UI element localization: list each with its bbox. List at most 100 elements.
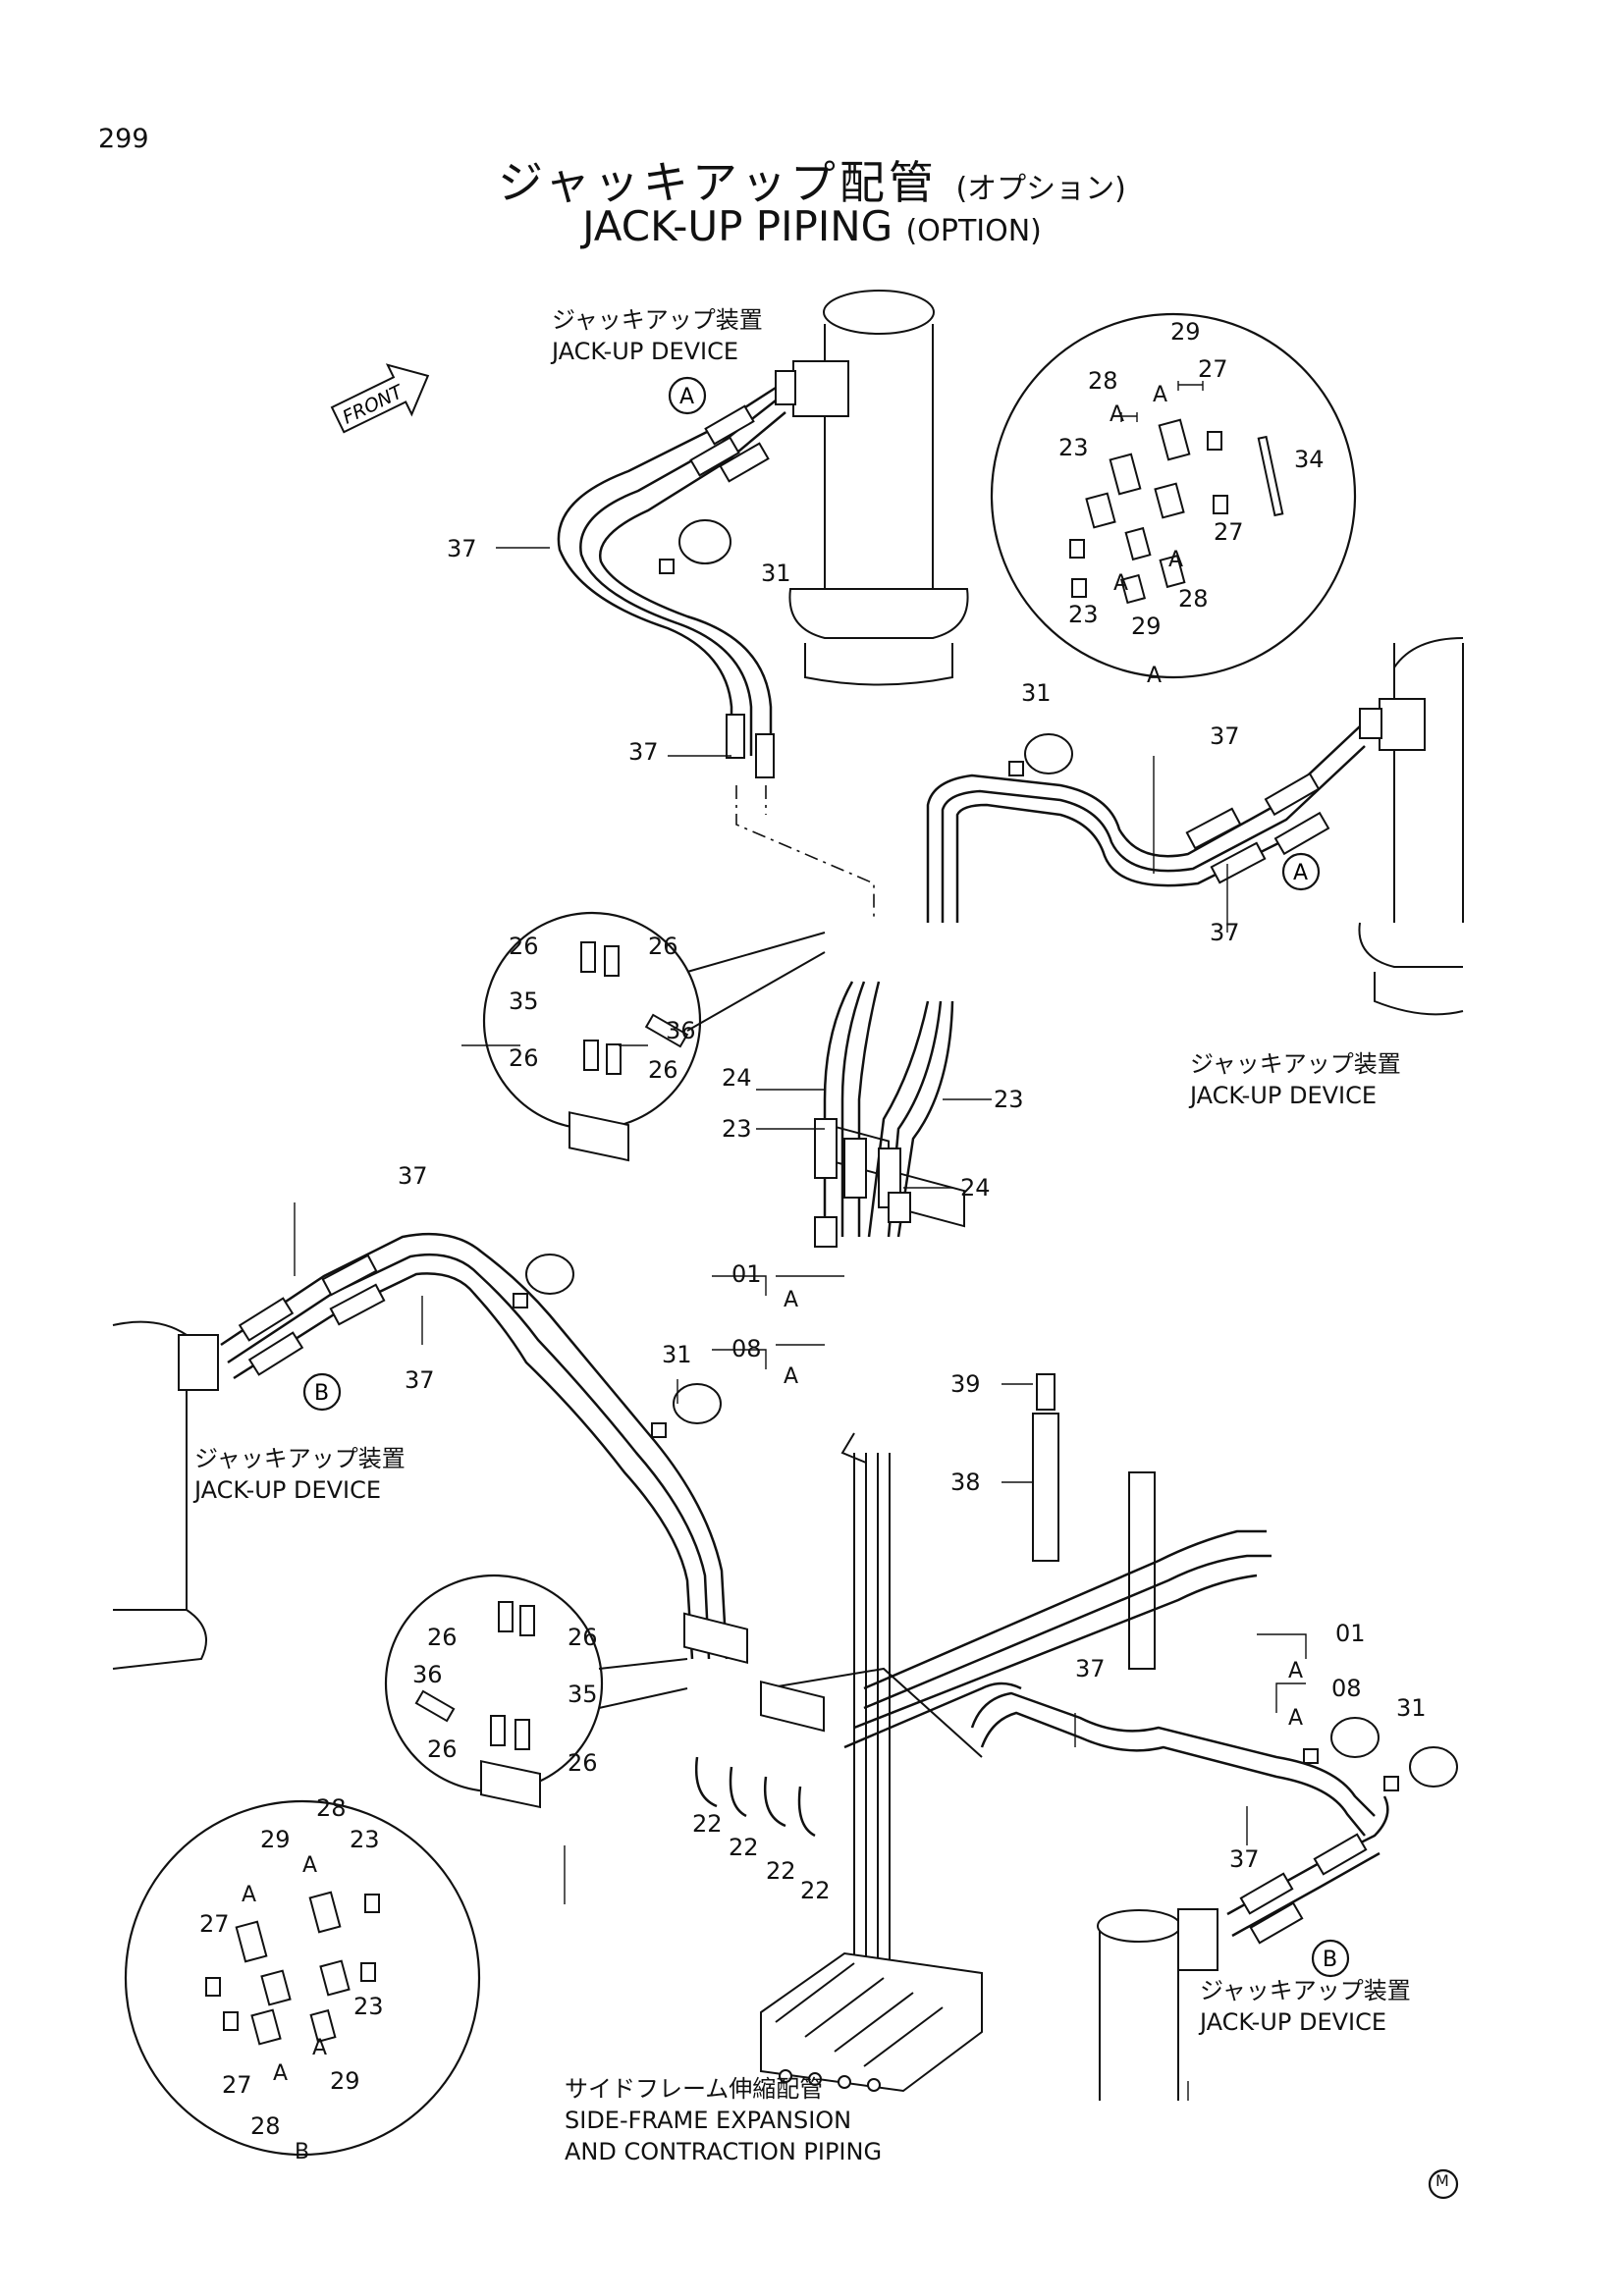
- leader-lines: [294, 547, 1307, 2101]
- page-title-en: JACK-UP PIPING (OPTION): [582, 202, 1042, 250]
- part-26: 26: [568, 1624, 598, 1651]
- m-mark: M: [1435, 2171, 1449, 2190]
- part-29: 29: [330, 2067, 360, 2095]
- part-35: 35: [568, 1681, 598, 1708]
- part-23: 23: [1068, 601, 1099, 628]
- bottom-right-jackup-cylinder: [1097, 1908, 1218, 2101]
- clamp-31-right: [1008, 733, 1073, 776]
- right-hoses: [926, 725, 1366, 923]
- part-31: 31: [761, 560, 791, 587]
- part-37: 37: [405, 1366, 435, 1394]
- part-08: 08: [1331, 1675, 1362, 1702]
- bracket-38: [1032, 1373, 1156, 1670]
- mark-a: A: [1168, 548, 1184, 572]
- hoses-22: [694, 1756, 816, 1838]
- part-37: 37: [1229, 1845, 1260, 1873]
- mark-a: A: [1288, 1706, 1304, 1731]
- part-28: 28: [250, 2112, 281, 2140]
- part-27: 27: [199, 1910, 230, 1938]
- mark-a: A: [784, 1288, 799, 1312]
- page-number: 299: [98, 124, 149, 154]
- part-28: 28: [1178, 585, 1209, 613]
- part-28: 28: [316, 1794, 347, 1822]
- left-jackup-cylinder: [112, 1320, 219, 1670]
- part-26: 26: [509, 933, 539, 960]
- detail-circle-lower-manifold: [384, 1574, 688, 1809]
- part-23: 23: [1058, 434, 1089, 461]
- svg-text:A: A: [1293, 861, 1308, 885]
- left-hoses: [220, 1232, 729, 1660]
- part-26: 26: [568, 1749, 598, 1777]
- part-26: 26: [427, 1624, 458, 1651]
- svg-text:B: B: [1323, 1948, 1337, 1972]
- svg-text:A: A: [679, 385, 694, 409]
- mark-a: A: [312, 2036, 328, 2060]
- mark-a: A: [1153, 383, 1168, 407]
- part-29: 29: [1131, 613, 1162, 640]
- clamp-31-left-upper: [513, 1254, 574, 1308]
- m-mark-icon: [1428, 2168, 1459, 2200]
- part-37: 37: [628, 738, 659, 766]
- mark-a: A: [1113, 571, 1129, 596]
- right-jackup-cylinder: [1358, 637, 1464, 1016]
- mark-a: A: [1110, 402, 1125, 427]
- part-01: 01: [1335, 1620, 1366, 1647]
- lower-manifold-blocks: [683, 1612, 825, 1733]
- part-23: 23: [353, 1993, 384, 2020]
- part-22: 22: [766, 1857, 796, 1885]
- part-27: 27: [1214, 518, 1244, 546]
- front-arrow-icon: FRONT: [330, 363, 430, 434]
- lower-pipes: [765, 1529, 1376, 1837]
- mark-a: A: [1288, 1659, 1304, 1683]
- part-31: 31: [1396, 1694, 1427, 1722]
- callout-a-top: A: [668, 376, 707, 415]
- part-26: 26: [648, 1056, 678, 1084]
- part-22: 22: [729, 1834, 759, 1861]
- part-36: 36: [666, 1017, 696, 1044]
- part-37: 37: [398, 1162, 428, 1190]
- page-title-jp: ジャッキアップ配管 (オプション): [498, 156, 1126, 209]
- mark-a: A: [784, 1364, 799, 1389]
- bottom-right-hoses: [1226, 1795, 1389, 1945]
- detail-b-label: B: [295, 2140, 310, 2164]
- central-hoses: [814, 981, 954, 1248]
- part-37: 37: [1210, 919, 1240, 946]
- part-28: 28: [1088, 367, 1118, 395]
- part-27: 27: [1198, 355, 1228, 383]
- part-22: 22: [800, 1877, 831, 1904]
- clamp-31-right-lower: [1303, 1717, 1458, 1791]
- callout-b-left: B: [302, 1372, 342, 1412]
- mark-a: A: [273, 2061, 289, 2086]
- part-34: 34: [1294, 446, 1325, 473]
- part-23: 23: [994, 1086, 1024, 1113]
- part-08: 08: [731, 1335, 762, 1362]
- part-31: 31: [662, 1341, 692, 1368]
- mark-a: A: [302, 1853, 318, 1878]
- mark-a: A: [242, 1883, 257, 1907]
- part-31: 31: [1021, 679, 1052, 707]
- detail-circle-b: [124, 1799, 481, 2157]
- part-39: 39: [950, 1370, 981, 1398]
- part-26: 26: [648, 933, 678, 960]
- callout-b-right: B: [1311, 1939, 1350, 1978]
- part-35: 35: [509, 988, 539, 1015]
- part-23: 23: [722, 1115, 752, 1143]
- part-37: 37: [1075, 1655, 1106, 1682]
- callout-a-right: A: [1281, 852, 1321, 891]
- part-37: 37: [447, 535, 477, 562]
- part-27: 27: [222, 2071, 252, 2099]
- top-jackup-cylinder: [775, 290, 969, 686]
- clamp-31-left: [651, 1383, 722, 1438]
- part-22: 22: [692, 1810, 723, 1838]
- part-38: 38: [950, 1468, 981, 1496]
- part-26: 26: [427, 1735, 458, 1763]
- clamp-31-top: [659, 519, 731, 574]
- detail-circle-a: [990, 312, 1357, 679]
- detail-a-label: A: [1147, 664, 1163, 688]
